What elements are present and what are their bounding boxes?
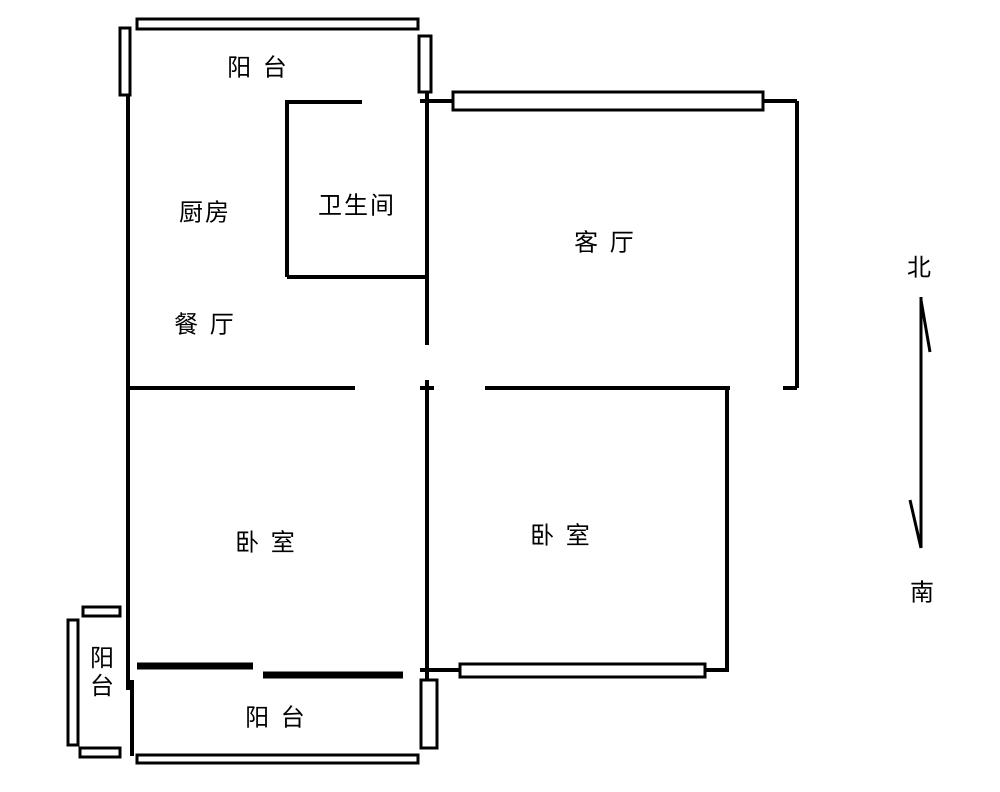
window-south-bottom bbox=[135, 753, 420, 765]
compass-south-label: 南 bbox=[910, 578, 936, 607]
north-arrowhead bbox=[919, 299, 932, 353]
window-side-bottom bbox=[78, 746, 122, 759]
compass-north-label: 北 bbox=[907, 253, 933, 282]
window-living bbox=[451, 90, 765, 112]
window-side-top bbox=[81, 605, 122, 618]
room-label-bathroom: 卫生间 bbox=[318, 191, 396, 220]
room-label-kitchen: 厨房 bbox=[179, 198, 231, 227]
window-bedroom bbox=[458, 662, 707, 679]
window-south-right bbox=[419, 678, 439, 750]
room-label-bedroom-left: 卧 室 bbox=[235, 528, 297, 557]
room-label-balcony-south: 阳 台 bbox=[245, 703, 307, 732]
compass-arrow bbox=[908, 297, 932, 549]
windows bbox=[66, 17, 765, 765]
room-label-balcony-side: 阳台 bbox=[85, 645, 114, 701]
window-north-top bbox=[135, 17, 420, 31]
balcony-rails bbox=[137, 662, 403, 679]
walls bbox=[126, 28, 799, 756]
room-label-balcony-north: 阳 台 bbox=[227, 53, 289, 82]
room-label-bedroom-right: 卧 室 bbox=[530, 521, 592, 550]
south-arrowhead bbox=[908, 499, 923, 549]
room-label-dining-room: 餐 厅 bbox=[174, 310, 236, 339]
room-label-living-room: 客 厅 bbox=[574, 228, 636, 257]
window-north-right bbox=[417, 34, 433, 94]
window-side-left bbox=[66, 618, 80, 747]
window-north-left bbox=[118, 26, 132, 97]
